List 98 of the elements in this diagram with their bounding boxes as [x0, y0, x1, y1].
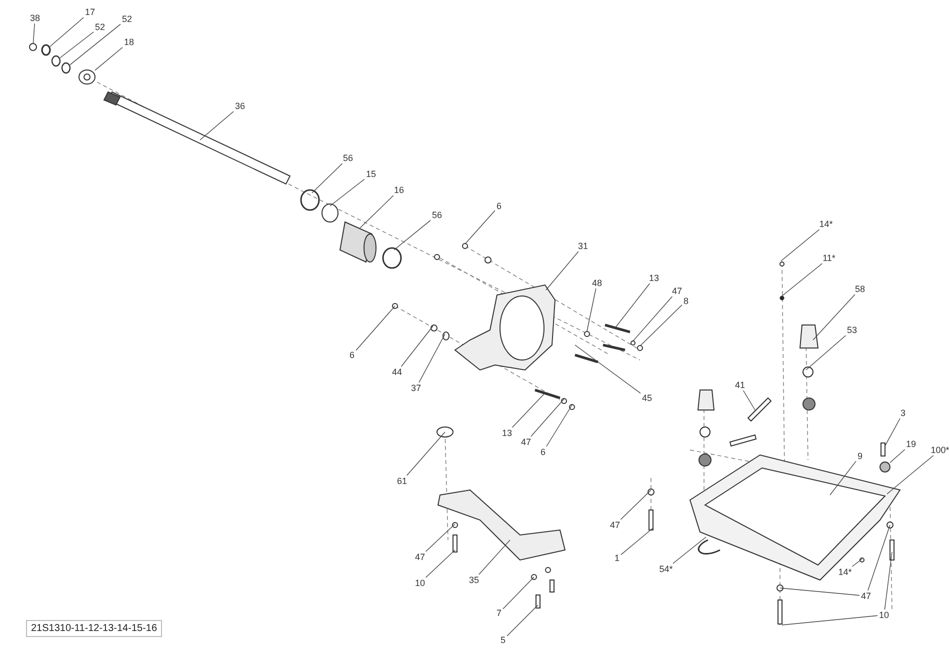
callout-number: 13 [501, 428, 513, 438]
bolt [880, 442, 886, 456]
leader-line [394, 220, 431, 250]
callout-number: 47 [609, 520, 621, 530]
callout-number: 14* [818, 219, 834, 229]
leader-line [60, 32, 94, 58]
callout-number: 38 [29, 13, 41, 23]
leader-line [406, 432, 446, 476]
leader-line [200, 111, 234, 140]
callout-number: 47 [520, 437, 532, 447]
nut [29, 43, 37, 51]
callout-number: 44 [391, 367, 403, 377]
callout-number: 18 [123, 37, 135, 47]
callout-number: 6 [348, 350, 356, 360]
leader-line [782, 615, 878, 626]
callout-number: 47 [414, 552, 426, 562]
leader-line [32, 23, 35, 44]
leader-line [360, 195, 394, 228]
callout-number: 52 [94, 22, 106, 32]
leader-line [330, 178, 365, 206]
leader-line [640, 304, 682, 346]
leader-line [312, 163, 343, 194]
callout-number: 56 [342, 153, 354, 163]
leader-line [632, 296, 673, 342]
callout-number: 8 [682, 296, 690, 306]
leader-line [890, 449, 906, 463]
leader-line [478, 540, 510, 575]
callout-number: 48 [591, 278, 603, 288]
callout-number: 61 [396, 476, 408, 486]
washer [78, 70, 96, 84]
callout-number: 17 [84, 7, 96, 17]
callout-number: 45 [641, 393, 653, 403]
callout-number: 53 [846, 325, 858, 335]
leader-line [425, 550, 456, 578]
leader-line [884, 552, 892, 610]
callout-number: 58 [854, 284, 866, 294]
callout-number: 1 [614, 553, 620, 563]
callout-number: 47 [860, 591, 872, 601]
leader-line [70, 24, 121, 66]
o-ring [51, 55, 61, 67]
leader-line [418, 334, 446, 383]
leader-line [886, 455, 934, 494]
leader-line [546, 404, 572, 447]
leader-line [425, 524, 456, 552]
leader-line [614, 283, 650, 328]
o-ring [61, 62, 71, 74]
callout-number: 100* [930, 445, 950, 455]
callout-number: 47 [671, 286, 683, 296]
callout-number: 5 [500, 635, 506, 645]
callout-number: 9 [856, 451, 864, 461]
callout-number: 35 [468, 575, 480, 585]
callout-number: 31 [577, 241, 589, 251]
leader-line [830, 460, 856, 496]
callout-number: 10 [878, 610, 890, 620]
callout-number: 13 [648, 273, 660, 283]
leader-line [356, 306, 396, 351]
leader-line [530, 398, 564, 437]
leader-line [672, 536, 706, 564]
callout-number: 56 [431, 210, 443, 220]
leader-line [884, 418, 900, 446]
callout-number: 19 [905, 439, 917, 449]
leader-line [782, 263, 823, 296]
leader-line [586, 288, 596, 332]
callout-number: 41 [734, 380, 746, 390]
callout-number: 10 [414, 578, 426, 588]
leader-line [50, 17, 84, 47]
leader-line [742, 390, 756, 410]
leader-line [502, 576, 534, 610]
callout-number: 52 [121, 14, 133, 24]
callout-number: 11* [822, 253, 836, 263]
leader-line [620, 528, 654, 556]
callout-number: 16 [393, 185, 405, 195]
leader-line [806, 335, 846, 370]
leader-line [512, 392, 546, 428]
leader-line [780, 229, 820, 262]
leader-line [620, 490, 652, 520]
callout-number: 6 [540, 447, 546, 457]
leader-line [464, 210, 496, 244]
leader-line [506, 604, 538, 636]
callout-number: 7 [496, 608, 502, 618]
callout-number: 15 [365, 169, 377, 179]
callout-number: 14* [837, 567, 853, 577]
washer [880, 462, 890, 472]
leader-line [780, 588, 860, 596]
drawing-reference-number: 21S1310-11-12-13-14-15-16 [26, 620, 162, 637]
retaining-ring [41, 44, 51, 56]
leader-line [546, 251, 579, 290]
leader-line [574, 344, 641, 394]
callout-number: 37 [410, 383, 422, 393]
leader-line [812, 294, 856, 340]
callout-number: 54* [658, 564, 674, 574]
leader-line [868, 524, 890, 591]
leader-line [852, 558, 862, 567]
callout-number: 6 [496, 201, 502, 211]
leader-line [94, 47, 123, 71]
leader-line [400, 326, 434, 367]
callout-number: 36 [234, 101, 246, 111]
callout-number: 3 [900, 408, 906, 418]
